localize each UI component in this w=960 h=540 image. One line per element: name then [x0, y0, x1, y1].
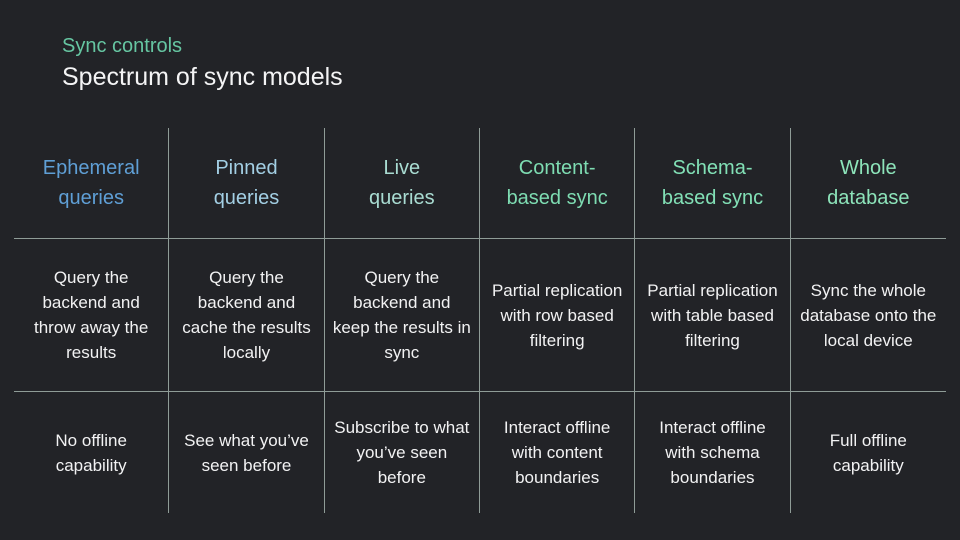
- header-line: queries: [213, 187, 280, 209]
- header-line: queries: [58, 187, 124, 209]
- header-line: Pinned: [215, 157, 278, 179]
- approach-cell-schema-based-sync: Partial replication with table based fil…: [635, 239, 791, 392]
- header-cell-schema-based-sync: Schema- based sync: [635, 128, 791, 239]
- header-cell-content-based-sync: Content- based sync: [479, 128, 636, 239]
- offline-cell-live-queries: Subscribe to what you’ve seen before: [325, 392, 480, 513]
- header-line: Schema-: [672, 157, 753, 179]
- offline-cell-whole-database: Full offline capability: [829, 430, 907, 475]
- slide-eyebrow: Sync controls: [62, 35, 183, 57]
- sync-models-table: Ephemeral queries Pinned queries Live qu…: [14, 128, 946, 513]
- offline-cell-content-based-sync: Interact offline with content boundaries: [480, 392, 636, 513]
- approach-cell-live-queries: Query the backend and keep the results i…: [324, 239, 480, 392]
- header-line: Ephemeral: [42, 157, 140, 179]
- approach-cell-content-based-sync: Partial replication with row based filte…: [479, 239, 636, 392]
- offline-cell-ephemeral-queries: No offline capability: [14, 392, 170, 513]
- header-cell-live-queries: Live queries: [324, 128, 480, 239]
- header-cell-whole-database: Whole database: [790, 128, 946, 239]
- header-line: based sync: [506, 187, 608, 209]
- slide-heading: Spectrum of sync models: [62, 63, 343, 91]
- header-cell-pinned-queries: Pinned queries: [169, 128, 325, 239]
- offline-cell-schema-based-sync: Interact offline with schema boundaries: [635, 392, 791, 513]
- header-line: Whole: [839, 157, 897, 179]
- slide-title-block: Sync controls Spectrum of sync models: [62, 32, 343, 93]
- header-line: Content-: [518, 157, 596, 179]
- header-line: database: [827, 187, 910, 209]
- header-line: based sync: [661, 187, 764, 209]
- approach-cell-pinned-queries: Query the backend and cache the results …: [169, 239, 325, 392]
- header-cell-ephemeral-queries: Ephemeral queries: [14, 128, 170, 239]
- approach-cell-ephemeral-queries: Query the backend and throw away the res…: [14, 239, 170, 392]
- header-line: queries: [369, 187, 435, 209]
- offline-cell-pinned-queries: See what you’ve seen before: [169, 392, 325, 513]
- header-line: Live: [383, 157, 421, 179]
- approach-cell-whole-database: Sync the whole database onto the local d…: [790, 239, 946, 392]
